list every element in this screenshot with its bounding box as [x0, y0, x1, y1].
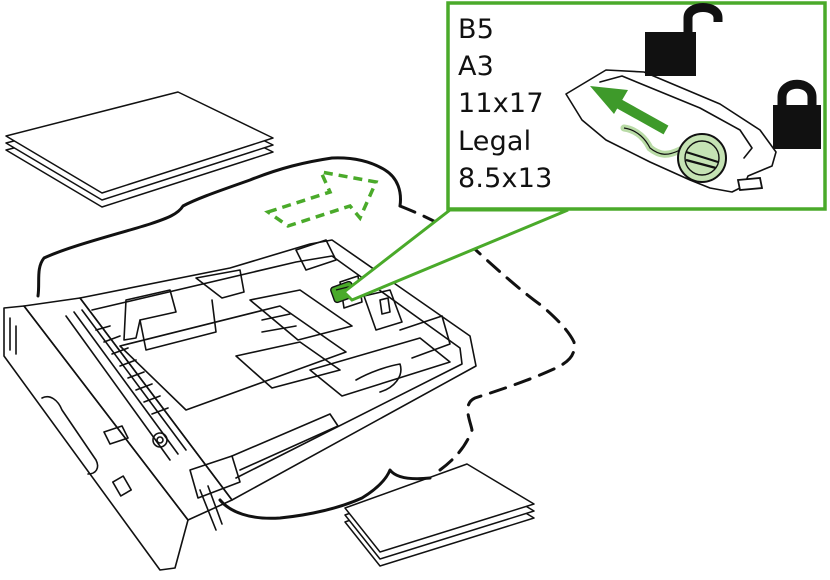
size-label-legal: Legal [458, 126, 532, 157]
paper-stack-top [5, 91, 274, 208]
slide-lock-detail [565, 69, 777, 193]
paper-tray [3, 239, 477, 571]
unlock-direction-arrow [590, 86, 669, 135]
size-bracket-outline [36, 156, 402, 298]
lock-open-icon [645, 3, 723, 76]
paper-stack-bottom [344, 463, 535, 567]
size-label-a3: A3 [458, 51, 495, 82]
callout-connector [341, 208, 569, 302]
callout-box [446, 1, 827, 211]
size-label-11x17: 11x17 [458, 88, 544, 119]
lock-closed-icon [773, 79, 821, 149]
dashed-arrow-icon [264, 169, 379, 228]
size-label-8-5x13: 8.5x13 [458, 163, 553, 194]
size-bracket-dashed [398, 204, 576, 472]
size-label-b5: B5 [458, 14, 495, 45]
